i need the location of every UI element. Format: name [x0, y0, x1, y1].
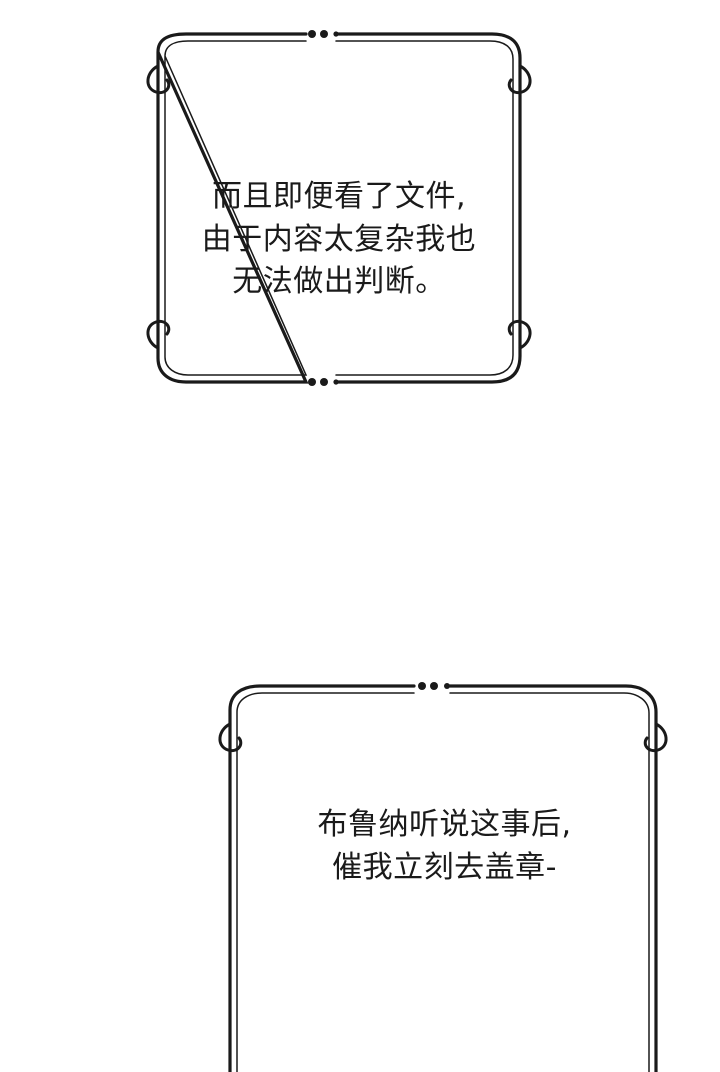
speech-bubble-bottom-frame: [218, 682, 668, 1072]
speech-bubble-top-text: 而且即便看了文件, 由于内容太复杂我也 无法做出判断。: [201, 179, 477, 300]
speech-bubble-top: 而且即便看了文件, 由于内容太复杂我也 无法做出判断。: [130, 26, 548, 416]
comic-page: 而且即便看了文件, 由于内容太复杂我也 无法做出判断。 布鲁纳听说这事后, 催我…: [130, 26, 668, 1072]
speech-bubble-bottom-text: 布鲁纳听说这事后, 催我立刻去盖章-: [317, 807, 572, 885]
speech-bubble-top-frame: [146, 30, 532, 386]
speech-bubble-bottom: 布鲁纳听说这事后, 催我立刻去盖章-: [218, 672, 671, 1072]
